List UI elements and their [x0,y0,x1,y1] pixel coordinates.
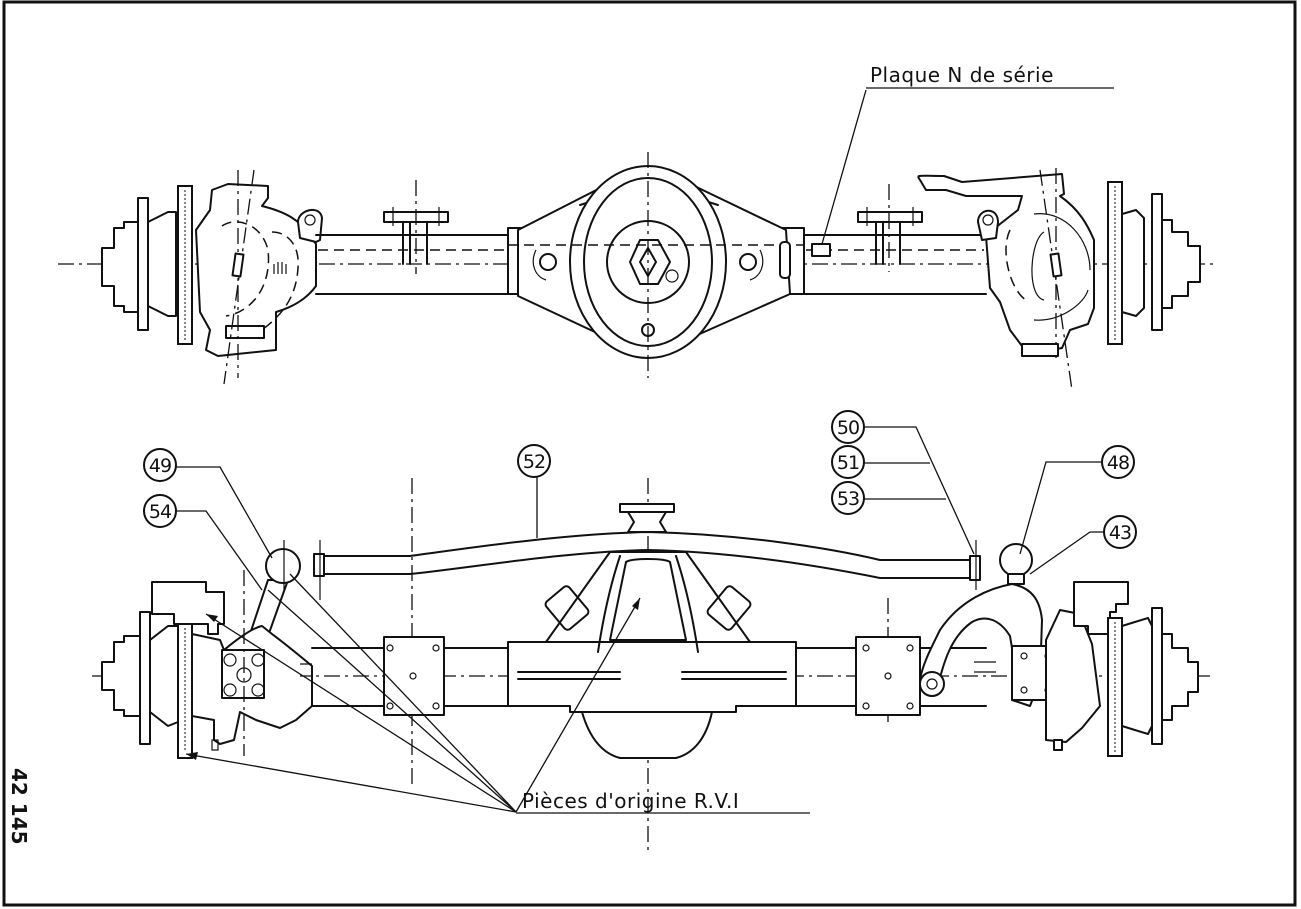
left-brake-disc-top [177,185,193,345]
callout-51: 51 [831,445,865,479]
callout-53: 53 [831,481,865,515]
left-ball-joint [265,548,301,584]
callout-54-label: 54 [149,501,172,523]
callout-43: 43 [1103,515,1137,549]
original-parts-label: Pièces d'origine R.V.I [522,789,739,813]
front-view: 49 54 52 50 51 53 48 [92,410,1212,850]
callout-52: 52 [517,444,551,478]
right-hub-front [1045,581,1199,757]
callout-52-label: 52 [523,451,545,473]
left-axle-tube-front [311,636,511,716]
right-axle-tube-top [803,184,987,295]
serial-plate-label: Plaque N de série [870,63,1054,87]
right-link-assembly [919,543,1053,707]
callout-43-label: 43 [1109,522,1131,544]
right-knuckle-top [917,168,1095,391]
callout-49: 49 [143,448,177,482]
drawing-reference-number: 42 145 [7,768,31,845]
left-knuckle-top [195,169,323,385]
callout-48: 48 [1101,445,1135,479]
callout-48-label: 48 [1107,452,1129,474]
original-parts-callout: Pièces d'origine R.V.I [185,573,810,814]
differential-housing-front [507,503,797,759]
differential-housing-top [507,152,805,378]
callout-54: 54 [143,494,177,528]
serial-plate-callout: Plaque N de série [821,63,1114,245]
left-hub-top [101,185,193,345]
left-hub-front [101,570,313,759]
right-axle-tube-front [795,636,987,716]
right-hub-top [1107,181,1201,345]
left-axle-tube-top [315,180,511,295]
callout-50-label: 50 [837,417,859,439]
callout-49-label: 49 [149,455,171,477]
left-link-assembly [247,540,301,641]
right-ball-joint [999,543,1033,577]
top-view: Plaque N de série [58,63,1215,391]
callout-53-label: 53 [837,488,859,510]
callout-50: 50 [831,410,865,444]
callout-51-label: 51 [837,452,859,474]
serial-plate [811,243,831,257]
